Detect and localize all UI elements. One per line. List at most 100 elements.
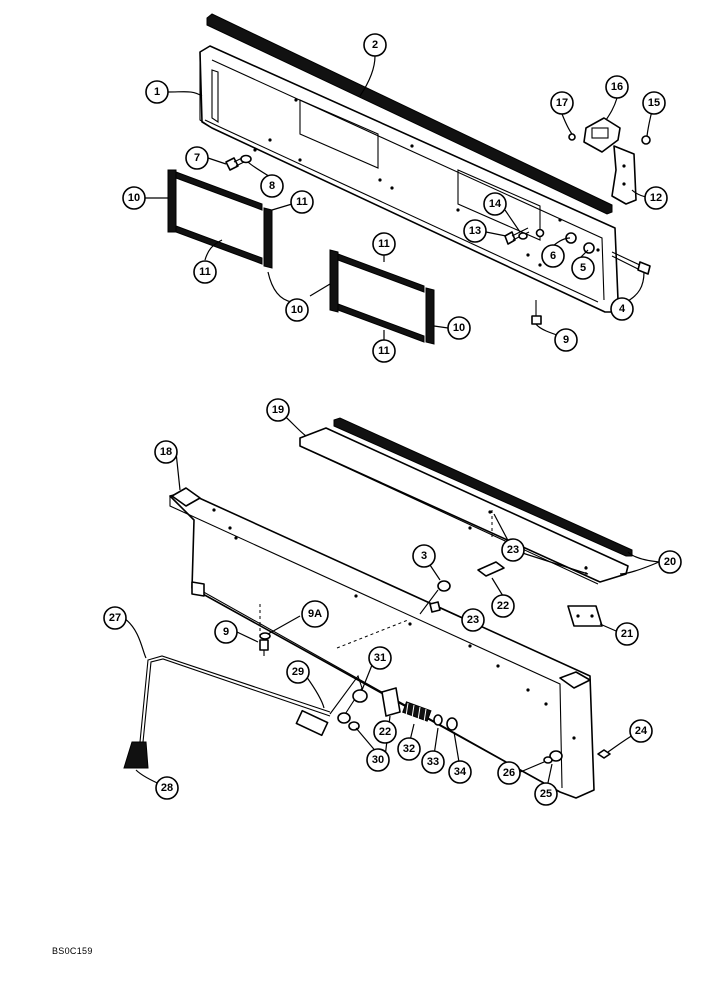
svg-text:32: 32 [403,743,415,755]
callout-23a: 23 [501,538,525,562]
svg-text:20: 20 [664,556,676,568]
svg-text:18: 18 [160,446,172,458]
callout-11b: 11 [372,232,396,256]
callout-34: 34 [448,760,472,784]
svg-text:12: 12 [650,192,662,204]
callout-8: 8 [260,174,284,198]
svg-text:34: 34 [454,766,467,778]
linkage-29 [329,674,363,723]
rear-panel-18 [169,491,595,799]
svg-text:11: 11 [199,266,211,278]
svg-text:14: 14 [489,198,502,210]
callout-9-bottom: 9 [214,620,238,644]
callout-17: 17 [550,91,574,115]
svg-text:22: 22 [497,600,509,612]
screw-17 [568,133,576,141]
bracket-21 [567,605,603,627]
svg-text:11: 11 [296,196,308,208]
grip-28 [123,741,149,769]
callout-9-top: 9 [554,328,578,352]
svg-text:27: 27 [109,612,121,624]
callout-10b: 10 [285,298,309,322]
svg-text:23: 23 [507,544,519,556]
svg-text:11: 11 [378,238,390,250]
callout-14: 14 [483,192,507,216]
svg-text:7: 7 [194,152,200,164]
svg-text:30: 30 [372,754,384,766]
svg-text:21: 21 [621,628,633,640]
top-plate-19 [299,427,629,583]
callout-29: 29 [286,660,310,684]
svg-text:13: 13 [469,225,481,237]
top-assembly [167,13,651,345]
svg-text:9A: 9A [308,608,322,620]
svg-text:1: 1 [154,86,160,98]
callout-2: 2 [363,33,387,57]
svg-text:4: 4 [619,303,626,315]
svg-text:11: 11 [378,345,390,357]
svg-text:28: 28 [161,782,173,794]
svg-text:29: 29 [292,666,304,678]
svg-text:2: 2 [372,39,378,51]
callout-11d: 11 [372,339,396,363]
svg-text:19: 19 [272,404,284,416]
svg-text:5: 5 [580,262,586,274]
bolt-13 [504,227,530,245]
svg-text:9: 9 [223,626,229,638]
callout-3: 3 [412,544,436,568]
callout-27: 27 [103,606,127,630]
callout-10c: 10 [447,316,471,340]
bolt-4 [611,251,651,275]
svg-text:10: 10 [128,192,140,204]
callout-1: 1 [145,80,169,104]
svg-text:6: 6 [550,250,556,262]
spring-32 [402,701,432,723]
callout-32: 32 [397,737,421,761]
callout-18: 18 [154,440,178,464]
svg-text:31: 31 [374,652,386,664]
svg-text:25: 25 [540,788,552,800]
bracket-12 [611,145,637,205]
svg-text:10: 10 [453,322,465,334]
svg-text:26: 26 [503,767,515,779]
callout-6: 6 [541,244,565,268]
callout-10a: 10 [122,186,146,210]
bolt-9-top [531,300,542,325]
washer-8 [240,154,252,164]
callout-28: 28 [155,776,179,800]
callout-30: 30 [366,748,390,772]
svg-text:3: 3 [421,550,427,562]
figure-code: BS0C159 [52,946,93,956]
callout-16: 16 [605,75,629,99]
svg-text:8: 8 [269,180,275,192]
handle-rod-27 [139,655,331,743]
callout-7: 7 [185,146,209,170]
svg-text:22: 22 [379,726,391,738]
svg-text:33: 33 [427,756,439,768]
callout-25: 25 [534,782,558,806]
callout-22b: 22 [373,720,397,744]
top-leaders [145,55,657,340]
callout-22a: 22 [491,594,515,618]
clip-22-top [477,561,505,577]
callout-13: 13 [463,219,487,243]
seal-frame-right [329,249,435,345]
callout-11c: 11 [193,260,217,284]
seal-strip [206,13,613,215]
callout-23b: 23 [461,608,485,632]
latch-16 [583,117,621,153]
svg-text:9: 9 [563,334,569,346]
bottom-assembly [123,417,633,799]
knob-3 [419,580,451,615]
callout-21: 21 [615,622,639,646]
svg-text:17: 17 [556,97,568,109]
callout-11a: 11 [290,190,314,214]
callout-12: 12 [644,186,668,210]
callout-24: 24 [629,719,653,743]
callout-9A: 9A [301,600,329,628]
callout-4: 4 [610,297,634,321]
svg-text:15: 15 [648,97,660,109]
svg-text:23: 23 [467,614,479,626]
callout-5: 5 [571,256,595,280]
